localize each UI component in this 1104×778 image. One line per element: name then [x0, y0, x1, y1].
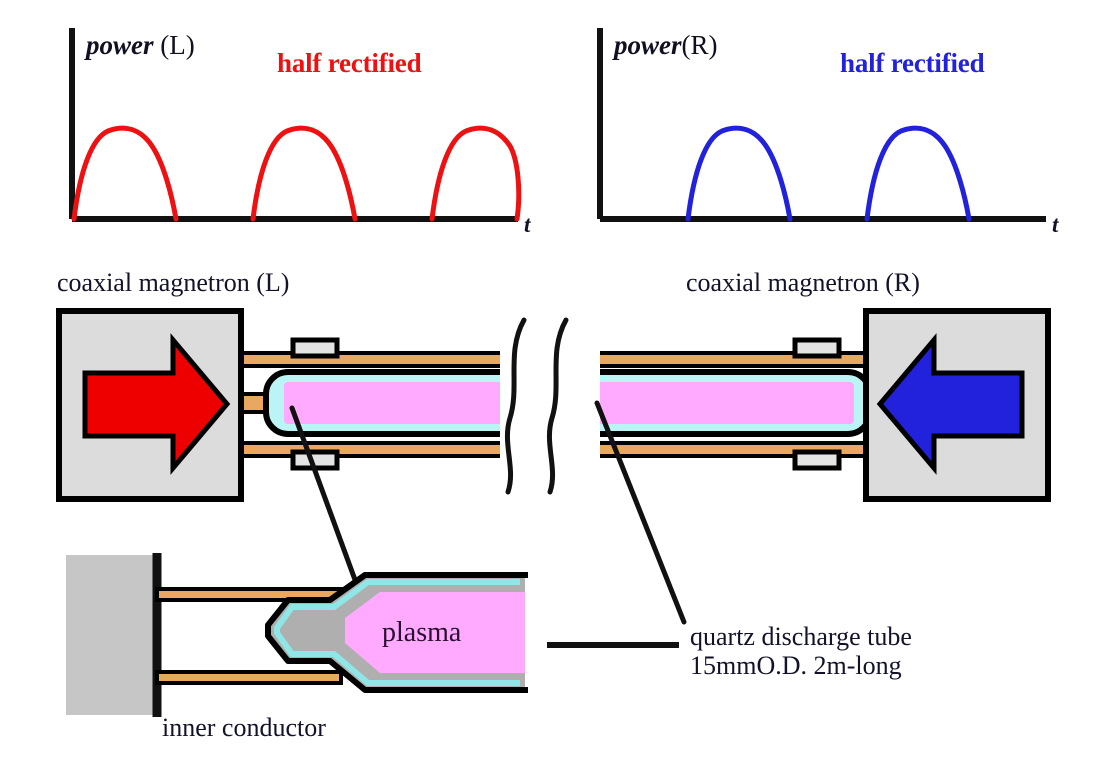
chart-right-axis-title-suffix: (R)	[681, 30, 718, 60]
chart-right-axis-title-italic: power	[614, 30, 682, 60]
leader-line-inset	[289, 405, 361, 591]
quartz-tube-label-line1: quartz discharge tube	[690, 622, 912, 651]
chart-right-annotation: half rectified	[840, 48, 985, 78]
magnetron-arrow-right	[876, 333, 1025, 475]
rail-bottom-left	[238, 441, 510, 458]
inset-open-edge	[525, 572, 528, 693]
clamp-bottom-right	[792, 449, 842, 471]
chart-right-x-axis-label: t	[1052, 212, 1059, 237]
chart-right-trace	[685, 125, 972, 222]
inner-conductor-label: inner conductor	[162, 713, 326, 742]
magnetron-left-label: coaxial magnetron (L)	[57, 268, 290, 297]
leader-line-quartz	[594, 400, 687, 625]
quartz-tube-label-line2: 15mmO.D. 2m-long	[690, 651, 902, 681]
magnetron-right-label: coaxial magnetron (R)	[686, 268, 920, 297]
chart-left-annotation: half rectified	[277, 48, 422, 78]
clamp-top-right	[792, 337, 842, 359]
magnetron-arrow-left	[82, 333, 231, 475]
break-curve-2	[546, 317, 569, 495]
chart-left-trace	[71, 125, 522, 222]
chart-left-axis-title-suffix: (L)	[153, 30, 195, 60]
chart-power-right	[597, 28, 1046, 222]
inset-support-block	[66, 555, 154, 715]
clamp-top-left	[290, 337, 340, 359]
rail-top-right	[594, 351, 898, 368]
inset-detail	[66, 553, 528, 717]
main-assembly	[56, 308, 1051, 648]
plasma-label: plasma	[382, 617, 462, 648]
rail-bottom-right	[594, 441, 898, 458]
rail-top-left	[238, 351, 510, 368]
chart-right-axis-title: power(R)	[614, 30, 718, 60]
quartz-tube-label: quartz discharge tube 15mmO.D. 2m-long	[690, 622, 912, 680]
chart-left-x-axis-label: t	[524, 212, 531, 237]
break-curve-1	[504, 317, 527, 495]
chart-left-axis-title: power (L)	[86, 30, 195, 60]
inset-quartz-wall	[274, 579, 520, 686]
chart-left-axis-title-italic: power	[86, 30, 154, 60]
chart-power-left	[69, 28, 522, 222]
inset-plasma-region	[345, 592, 525, 673]
inset-rail-bottom	[155, 670, 343, 685]
